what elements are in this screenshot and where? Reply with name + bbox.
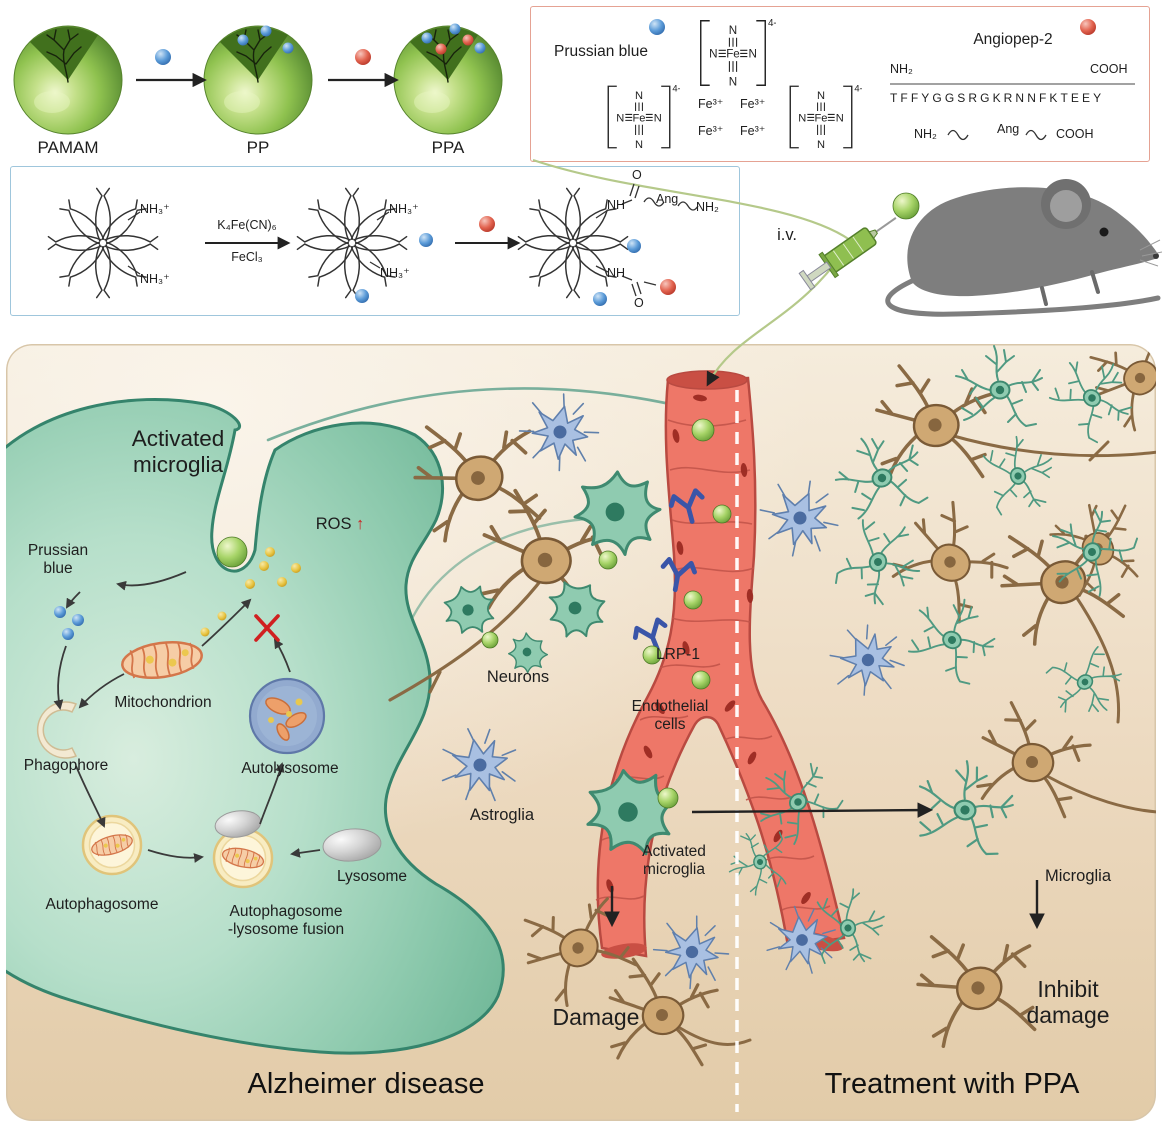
mouse-eye xyxy=(1099,227,1109,237)
neuron-axon xyxy=(678,1026,752,1046)
autophagosome-label: Autophagosome xyxy=(45,896,159,913)
block-x-mark xyxy=(254,614,280,642)
nh2-label: NH₂ xyxy=(696,200,719,214)
neuron-axon xyxy=(1073,593,1121,724)
ramified-microglia-cell xyxy=(955,345,1043,427)
carbonyl-o-label: O xyxy=(634,296,644,310)
synthesis-scheme-box xyxy=(10,166,740,316)
microglia-label: Microglia xyxy=(1044,867,1112,885)
pamam-sphere xyxy=(13,25,123,135)
prussian-blue-legend-label: Prussian blue xyxy=(554,43,648,60)
lrp1-label: LRP-1 xyxy=(656,646,700,663)
ang-label: Ang xyxy=(656,192,679,206)
astroglia-cell xyxy=(431,718,527,813)
autolysosome-label: Autolysosome xyxy=(241,760,339,777)
neuron xyxy=(868,362,998,488)
astroglia-cell xyxy=(646,908,736,996)
syringe-icon xyxy=(798,217,897,291)
mouse-tail xyxy=(885,277,1161,317)
pp-surface-dots xyxy=(237,25,294,54)
mouse-body xyxy=(907,187,1158,297)
pamam-label: PAMAM xyxy=(37,138,99,157)
ang-cooh-label: COOH xyxy=(1056,127,1094,141)
nh3-label: NH₃⁺ xyxy=(380,266,410,280)
fe3-label: Fe³⁺ xyxy=(740,97,766,111)
pp-label: PP xyxy=(246,138,270,157)
escaping-ros-dots xyxy=(200,611,227,637)
ros-label: ROS ↑ xyxy=(315,515,365,533)
brain-scene-svg xyxy=(6,344,1156,1112)
ros-up-arrow-icon: ↑ xyxy=(356,515,365,533)
ros-dots xyxy=(245,547,301,589)
alzheimer-disease-title: Alzheimer disease xyxy=(247,1068,485,1100)
ang-nh2-label: NH₂ xyxy=(914,127,937,141)
astroglia-label: Astroglia xyxy=(469,806,535,824)
reagent-fecl3-label: FeCl₃ xyxy=(231,250,263,264)
peptide-nh2-label: NH₂ xyxy=(890,62,913,76)
nh3-label: NH₃⁺ xyxy=(140,202,170,216)
mouse-paws xyxy=(1040,270,1100,306)
treatment-ppa-title: Treatment with PPA xyxy=(824,1068,1080,1100)
autophagosome-vesicle xyxy=(81,814,143,876)
mouse-inner-ear xyxy=(1050,190,1082,222)
mouse-whiskers xyxy=(1139,239,1162,267)
astroglia-cell xyxy=(816,609,919,712)
endothelial-cells-label: Endothelial cells xyxy=(631,698,709,733)
nh3-label: NH₃⁺ xyxy=(389,202,419,216)
brain-scene-panel xyxy=(6,344,1156,1121)
pp-sphere xyxy=(203,25,313,135)
nh3-label: NH₃⁺ xyxy=(140,272,170,286)
reagent-k4fecn6-label: K₄Fe(CN)₆ xyxy=(217,218,277,232)
mouse-nose xyxy=(1153,253,1159,259)
neuron-axon xyxy=(1043,773,1156,814)
inhibit-damage-label: Inhibit damage xyxy=(1026,976,1110,1029)
carbonyl-o-label: O xyxy=(632,168,642,182)
outcome-arrows xyxy=(604,802,1045,930)
ramified-microglia-cell xyxy=(898,583,1007,689)
treatment-arrow xyxy=(691,802,934,818)
lysosome-label: Lysosome xyxy=(336,868,408,885)
peptide-sequence: TFFYGGSRGKRNNFKTEEY xyxy=(890,91,1105,105)
damage-label: Damage xyxy=(552,1004,640,1030)
fe3-label: Fe³⁺ xyxy=(740,124,766,138)
ramified-microglia-cell xyxy=(975,427,1067,521)
neuron xyxy=(878,491,1019,631)
prussian-blue-cell-label: Prussian blue xyxy=(27,542,89,577)
neurons-label: Neurons xyxy=(486,668,550,686)
activated-microglia-label: Activated microglia xyxy=(642,843,706,878)
fusion-vesicle xyxy=(212,810,274,889)
nanoparticles xyxy=(481,418,732,809)
ramified-microglia-cell xyxy=(909,752,1021,859)
phagophore-shape xyxy=(36,701,78,759)
nanoparticle xyxy=(216,536,248,568)
phagophore-label: Phagophore xyxy=(23,757,109,774)
ang-label: Ang xyxy=(997,122,1020,136)
ppa-sphere xyxy=(393,25,503,135)
peptide-cooh-label: COOH xyxy=(1090,62,1128,76)
ppa-surface-dots xyxy=(421,23,486,55)
neuron-axon xyxy=(388,573,547,702)
lysosome-vesicle xyxy=(322,828,382,862)
autolysosome-vesicle xyxy=(248,677,326,755)
nh-label: NH xyxy=(607,266,626,280)
prussian-blue-dot xyxy=(155,49,171,65)
nh-label: NH xyxy=(607,198,626,212)
fe3-label: Fe³⁺ xyxy=(698,124,724,138)
ppa-label: PPA xyxy=(431,138,465,157)
autophagy-arrows xyxy=(53,571,321,863)
mitochondrion-label: Mitochondrion xyxy=(114,694,212,711)
astroglia-cell xyxy=(513,386,605,477)
fe3-label: Fe³⁺ xyxy=(698,97,724,111)
angiopep-dot xyxy=(355,49,371,65)
prussian-blue-dots xyxy=(54,606,84,640)
mouse-ear xyxy=(1041,179,1091,229)
angiopep-legend-label: Angiopep-2 xyxy=(973,31,1053,48)
nanoparticle xyxy=(892,192,920,220)
fusion-label: Autophagosome-lysosome fusion xyxy=(227,903,345,938)
astroglia-cell xyxy=(748,467,850,568)
iv-label: i.v. xyxy=(777,226,797,244)
activated-microglia-title: Activated microglia xyxy=(131,426,225,477)
neuron-axon xyxy=(948,433,1156,462)
mouse-illustration xyxy=(885,179,1162,317)
